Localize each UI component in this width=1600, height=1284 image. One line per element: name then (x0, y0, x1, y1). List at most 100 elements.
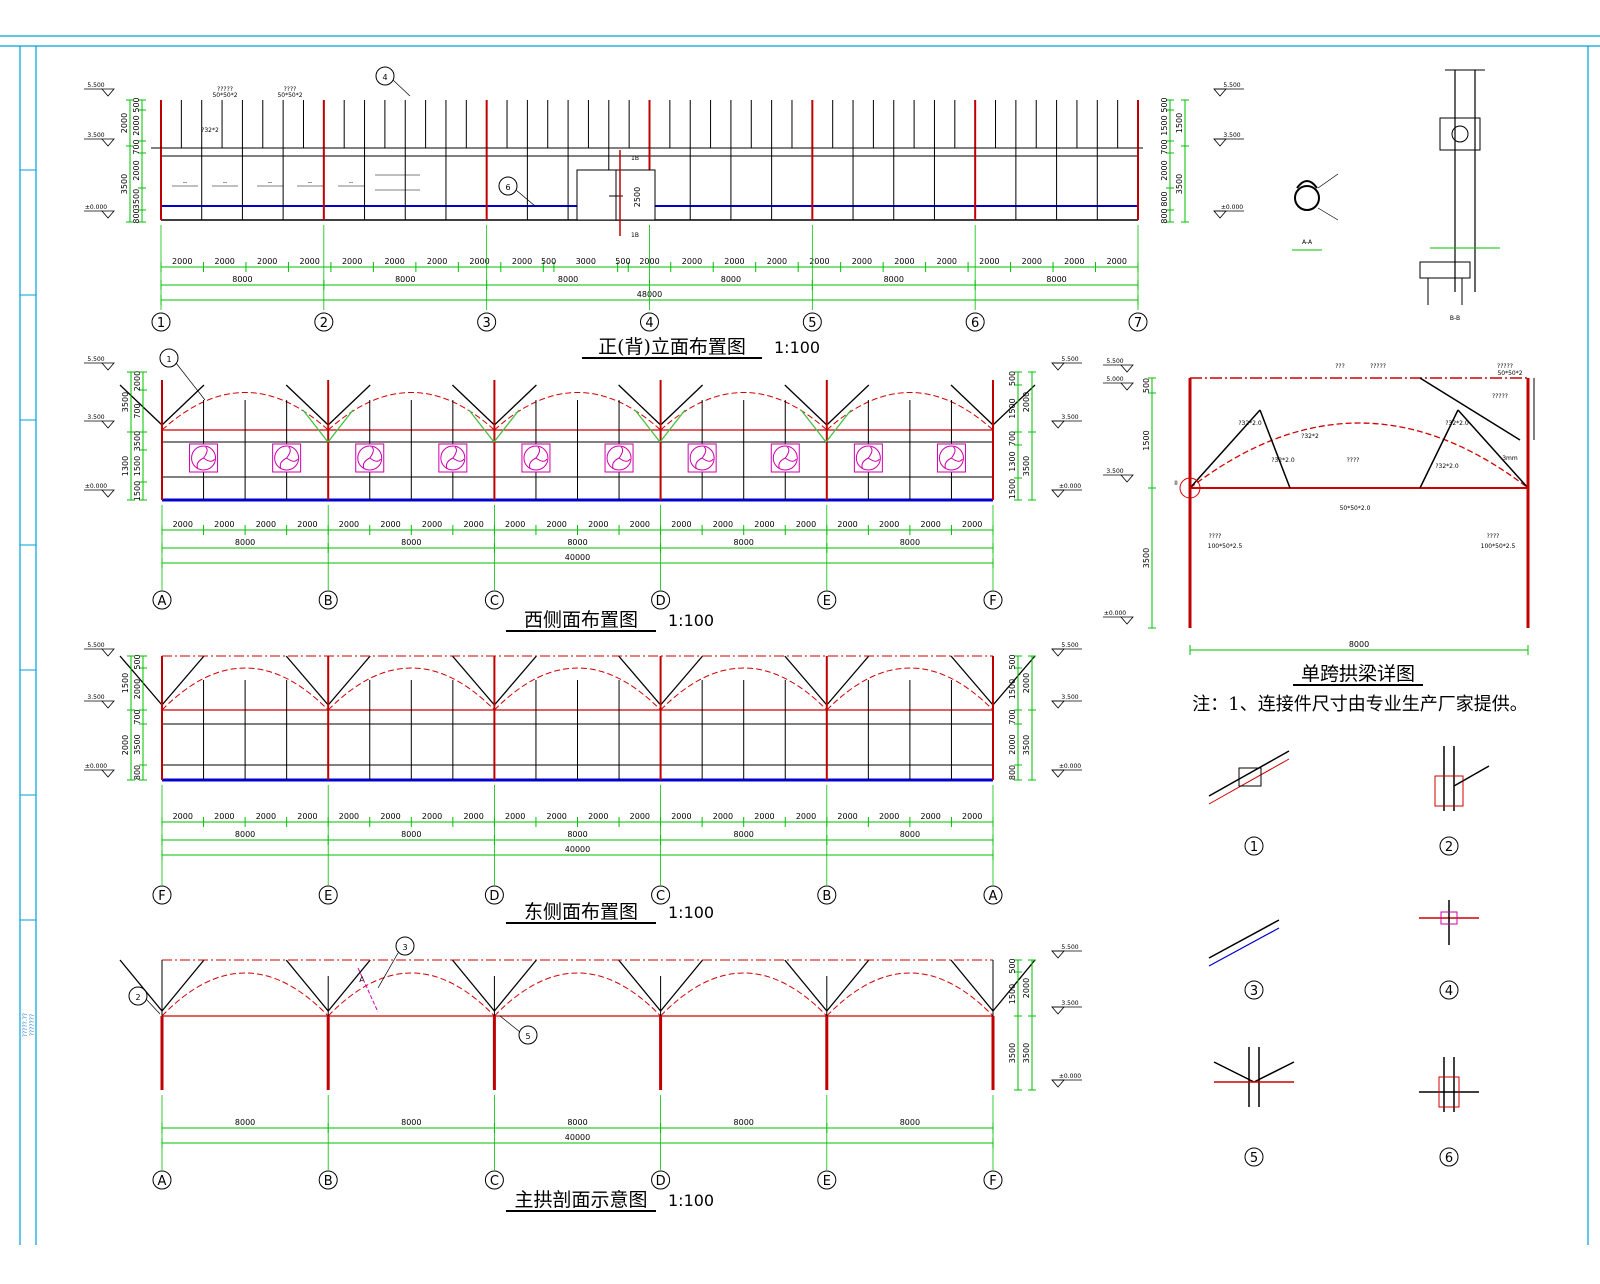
dimension-text: 40000 (565, 553, 590, 562)
arch-curve (161, 667, 329, 711)
fan-blade (861, 446, 880, 469)
elevation-label: 3.500 (1061, 414, 1078, 421)
dimension-text: 8000 (1349, 640, 1369, 649)
dimension-text: 8000 (721, 275, 741, 284)
dimension-text: 2000 (257, 257, 277, 266)
vertical-dimension-text: 500 (1160, 97, 1169, 112)
member-label: ??? (1335, 363, 1345, 370)
vertical-dimension-text: 500 (1008, 958, 1017, 973)
member-label: ?32*2 (1301, 433, 1319, 440)
dimension-text: 2000 (299, 257, 319, 266)
member-label: 100*50*2.5 (1481, 543, 1516, 550)
door-mark: 1B (631, 232, 639, 239)
connection-detail: 6 (1419, 1057, 1479, 1167)
fan-icon (274, 445, 300, 471)
member-label: ???? (1487, 533, 1500, 540)
axis-label: 7 (1134, 316, 1142, 331)
dimension-text: 2000 (588, 520, 608, 529)
dimension-text: 2000 (809, 257, 829, 266)
elevation-marker (101, 489, 115, 498)
axis-label: F (989, 594, 996, 609)
dimension-text: 2000 (512, 257, 532, 266)
dimension-text: 2000 (754, 812, 774, 821)
axis-bubble (965, 312, 985, 332)
callout-label: 1 (166, 355, 171, 364)
brace (800, 409, 827, 443)
vertical-dimension-text: 2000 (132, 160, 141, 180)
axis-bubble (817, 590, 837, 610)
callout-label: 4 (382, 73, 387, 82)
dimension-text: 2000 (920, 812, 940, 821)
sheet-frame: ?????.????????? (0, 35, 1600, 1245)
detail-number-bubble (1244, 1147, 1264, 1167)
dimension-text: 2000 (979, 257, 999, 266)
elevation-label: 3.500 (87, 694, 104, 701)
dimension-text: 2000 (463, 520, 483, 529)
general-note: 注：1、连接件尺寸由专业生产厂家提供。 (1192, 694, 1527, 715)
elevation-marker (1051, 420, 1065, 429)
fan-blade (445, 446, 465, 469)
vertical-dimension-text: 2000 (1022, 673, 1031, 693)
view-scale: 1:100 (774, 338, 820, 357)
detail-number-bubble (1244, 980, 1264, 1000)
axis-label: F (158, 889, 165, 904)
dimension-text: 2000 (380, 812, 400, 821)
fan-blade (778, 446, 797, 469)
v-truss-right (327, 655, 371, 706)
note-text: -- (268, 179, 272, 186)
axis-bubble (484, 590, 504, 610)
axis-bubble (651, 590, 671, 610)
vertical-dimension-text: 1500 (1008, 479, 1017, 499)
axis-label: C (656, 889, 665, 904)
axis-label: D (656, 1174, 666, 1189)
dimension-text: 2000 (384, 257, 404, 266)
note-text: ?32*2 (201, 127, 219, 134)
member-label: ?32*2.0 (1238, 420, 1262, 427)
elevation-label: 3.500 (87, 132, 104, 139)
vertical-dimension-text: 500 (1008, 654, 1017, 669)
vertical-dimension-text: 700 (1160, 139, 1169, 154)
callout-leader (145, 998, 161, 1015)
dimension-text: 2000 (879, 520, 899, 529)
note-text: ????? (217, 86, 233, 93)
dimension-text: 2000 (630, 812, 650, 821)
dimension-text: 8000 (235, 1118, 255, 1127)
axis-label: 6 (971, 316, 979, 331)
elevation-label: 5.000 (1106, 376, 1123, 383)
elevation-label: ±0.000 (1221, 204, 1243, 211)
vertical-dimension-text: 3500 (133, 734, 142, 754)
dimension-text: 2000 (671, 812, 691, 821)
dimension-text: 2000 (767, 257, 787, 266)
callout-label: 5 (525, 1032, 530, 1041)
fan-icon (855, 445, 881, 471)
axis-bubble (152, 885, 172, 905)
dimension-text: 8000 (1046, 275, 1066, 284)
dimension-text: 8000 (734, 1118, 754, 1127)
front-elevation: 1B1B2500----------?????50*50*2????50*50*… (151, 66, 1143, 239)
axis-bubble (640, 312, 659, 332)
arch-curve (660, 972, 828, 1017)
vertical-dimension-text: 500 (1142, 378, 1151, 393)
detail-callout (1179, 477, 1201, 499)
v-truss-left (285, 384, 329, 426)
brace (468, 409, 495, 443)
note-text: 50*50*2 (277, 92, 302, 99)
elevation-label: ±0.000 (85, 763, 107, 770)
vertical-dimension-text: 700 (1008, 709, 1017, 724)
elevation-label: 5.500 (1061, 944, 1078, 951)
axis-label: 1 (157, 316, 165, 331)
detail-callout (518, 1025, 538, 1045)
elevation-marker (101, 648, 115, 657)
note-text: ???? (284, 86, 297, 93)
dimension-text: 2000 (173, 520, 193, 529)
fan-icon (191, 445, 217, 471)
dimension-text: 8000 (567, 1118, 587, 1127)
v-truss-right (161, 959, 205, 1012)
axis-bubble (817, 885, 837, 905)
v-truss-left (950, 384, 994, 426)
member-label: ???? (1347, 457, 1360, 464)
detail-number-bubble (1244, 836, 1264, 856)
roof-brace (1419, 377, 1521, 441)
